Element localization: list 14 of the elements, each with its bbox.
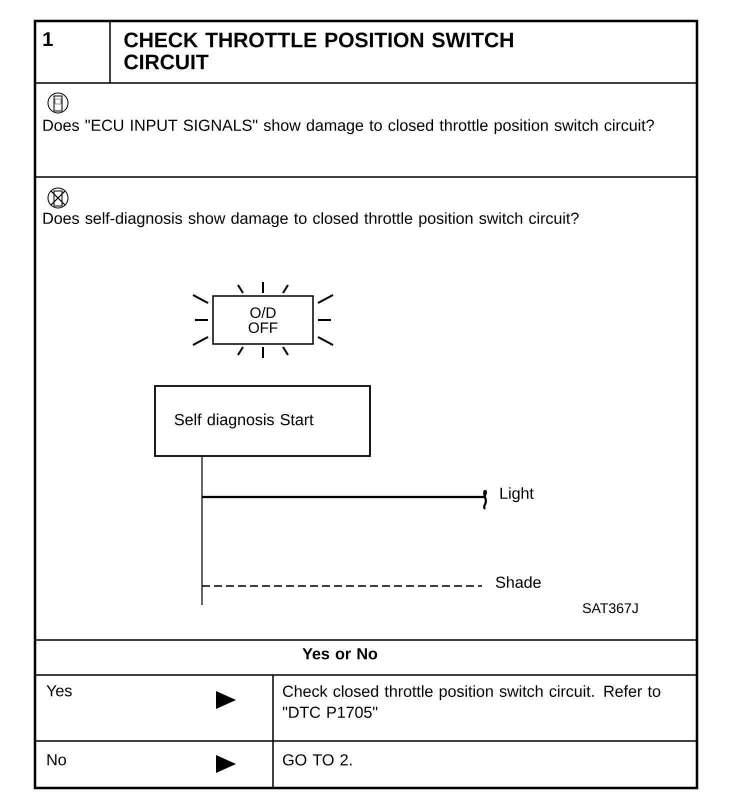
question-text: Does "ECU INPUT SIGNALS" show damage to closed throttle position switch circuit? — [44, 119, 654, 134]
result-text: Check closed throttle position switch circuit. Refer to "DTC P1705" — [282, 685, 660, 718]
step-number: 1 — [43, 32, 53, 46]
signal-label: Shade — [496, 576, 541, 588]
result-text: GO TO 2. — [283, 754, 352, 766]
figure-code: SAT367J — [582, 603, 638, 614]
table-heading: Yes or No — [302, 648, 378, 660]
answer-text: No — [48, 754, 66, 766]
answer-text: Yes — [46, 685, 72, 696]
process-box: Self diagnosis Start — [154, 385, 371, 457]
lamp-box: O/D OFF — [212, 295, 314, 345]
step-title: CHECK THROTTLE POSITION SWITCH CIRCUIT — [124, 32, 513, 70]
signal-label: Light — [500, 487, 534, 502]
question-text: Does self-diagnosis show damage to closed throttle position switch circuit? — [44, 212, 579, 228]
